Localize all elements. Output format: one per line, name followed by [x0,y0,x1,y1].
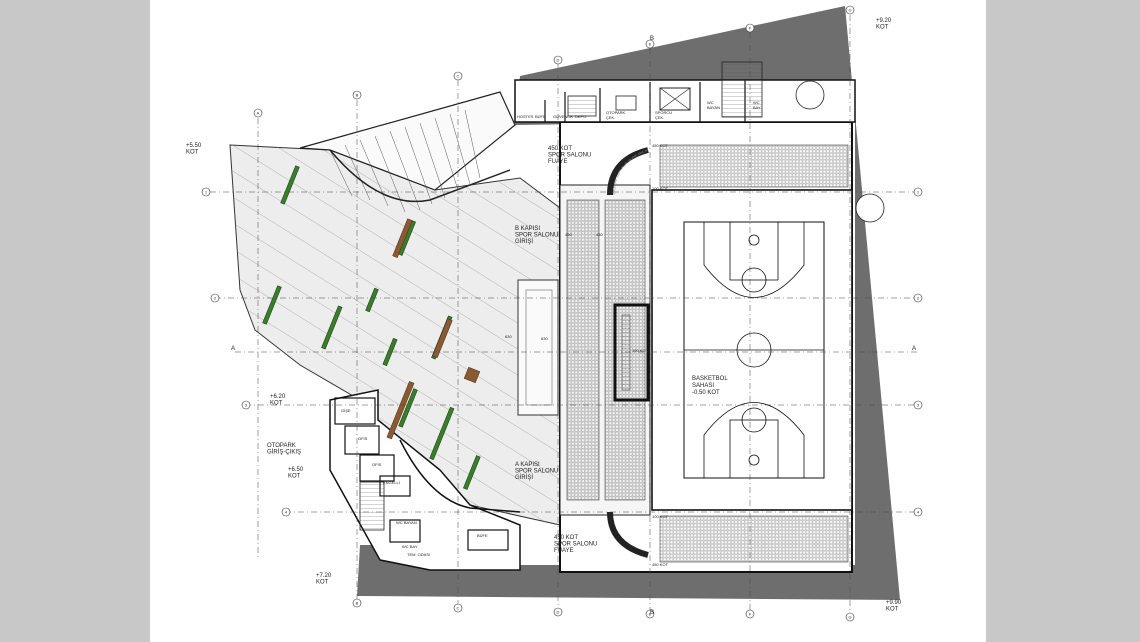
room-top-small-2: BÜFE [535,114,546,119]
grid-col-bottom-6: G [848,615,851,620]
room-top-small-3: GÜVENLİK [553,114,574,119]
level-920-line-1: +9.20 [876,18,892,24]
grid-col-bottom-1: B [356,601,359,606]
level-990-line-1: +9.90 [886,600,902,606]
room-bufe: BÜFE [477,533,488,538]
court-label-line-1: BASKETBOL [692,376,728,382]
level-650-line-1: +6.50 [288,467,304,473]
level-550-line-2: KOT [186,150,199,156]
bleachers-top [659,144,849,188]
planters [262,165,481,490]
section-marker-2: A [912,346,916,352]
grid-col-bottom-2: C [457,606,460,611]
room-engelli: ENGELLİ [383,480,400,485]
grid-col-top-2: B [356,93,359,98]
dim-630: 630 [541,336,548,341]
level-990-line-2: KOT [886,607,899,613]
grid-row-right-2: 2 [917,296,920,301]
level-550-line-1: +5.50 [186,143,202,149]
foyer-bottom-label-line-3: FUAYE [554,548,574,554]
b-entrance-label-line-3: GİRİŞİ [515,238,533,245]
room-sporcu-cek-line-1: SPORCU [655,110,672,115]
a-entrance-label-line-2: SPOR SALONU [515,469,558,475]
grid-col-top-5: E [649,42,652,47]
grid-row-right-4: 4 [917,510,920,515]
level-720-line-1: +7.20 [316,573,332,579]
grid-col-top-7: G [848,8,851,13]
a-entrance-label-line-1: A KAPISI [515,462,540,468]
grid-row-right-3: 3 [917,403,920,408]
foyer-bottom-label-line-1: 450 KOT [554,535,578,541]
grid-col-bottom-5: F [749,612,752,617]
a-entrance-label-line-3: GİRİŞİ [515,474,533,481]
b-entrance-label-line-1: B KAPISI [515,226,540,232]
stage [517,279,559,416]
room-wc-bay-top-line-2: BAY [753,105,761,110]
level-920-line-2: KOT [876,25,889,31]
parking-label-line-2: GİRİŞ-ÇIKIŞ [267,449,301,456]
b-entrance-label-line-2: SPOR SALONU [515,233,558,239]
parking-label-line-1: OTOPARK [267,443,296,449]
dim-450-bottom: 450 KOT [652,562,669,567]
foyer-top-label-line-3: FUAYE [548,159,568,165]
grid-row-left-3: 3 [245,403,248,408]
grid-col-bottom-3: D [557,610,560,615]
grid-row-left-1: 1 [205,190,208,195]
grid-col-bottom-4: E [649,612,652,617]
room-otopark-cek-line-2: ÇEK. [606,115,615,120]
bleachers-bottom [659,515,849,563]
grid-col-top-4: D [557,58,560,63]
foyer-top-label-line-2: SPOR SALONU [548,153,591,159]
level-620-line-2: KOT [270,401,283,407]
dim-450-mid-2: 450 [596,232,603,237]
room-wc-bayan-top-line-2: BAYAN [707,105,720,110]
section-marker-1: A [231,346,235,352]
level-620-line-1: +6.20 [270,394,286,400]
room-ofis-1: OFİS [358,436,368,441]
room-tem-odasi: TEM. ODASI [407,552,430,557]
dim-450-plaza: 630 [505,334,512,339]
section-marker-4: B [650,610,654,616]
room-wc-bay-top-line-1: WC [753,100,760,105]
dim-100-bottom: 100 KOT [652,514,669,519]
score-desk [613,303,650,402]
room-top-small-1: HOSTES [517,114,534,119]
grid-row-right-1: 1 [917,190,920,195]
room-wc-bay-bottom: WC BAY [402,544,418,549]
section-marker-3: B [650,36,654,42]
grid-row-left-4: 4 [285,510,288,515]
grid-col-top-1: A [257,111,260,116]
dim-100-top: 100 KOT [652,186,669,191]
bleachers-left [566,199,600,501]
grid-row-left-2: 2 [214,296,217,301]
room-top-small-4: DEPO [575,114,586,119]
foyer-top-label-line-1: 450 KOT [548,146,572,152]
court-label-line-2: SAHASI [692,383,714,389]
dim-450-mid: 450 [565,232,572,237]
room-sporcu-cek-line-2: ÇEK. [655,115,664,120]
foyer-bottom-label-line-2: SPOR SALONU [554,542,597,548]
dim-stage: 190 KOT [632,348,649,353]
grid-col-top-6: F [749,26,752,31]
room-gise: GİŞE [341,408,351,413]
room-otopark-cek-line-1: OTOPARK [606,110,626,115]
dim-450-top: 450 KOT [652,143,669,148]
site-boundary [357,6,900,600]
room-ofis-2: OFİS [372,462,382,467]
grid-col-top-3: C [457,74,460,79]
court-label-line-3: -0.50 KOT [692,390,720,396]
room-wc-bayan-top-line-1: WC [707,100,714,105]
level-650-line-2: KOT [288,474,301,480]
level-720-line-2: KOT [316,580,329,586]
room-wc-bayan-bottom: WC BAYAN [396,520,417,525]
